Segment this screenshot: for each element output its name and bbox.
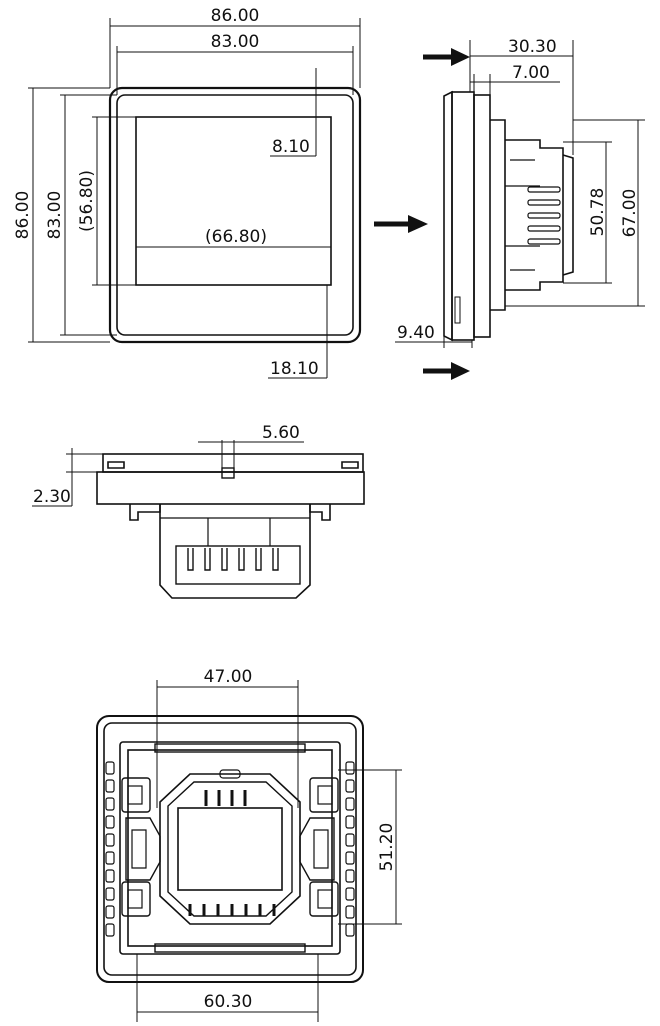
dim-body-height-b: 67.00 — [620, 189, 640, 238]
view-direction-arrow-icon — [423, 362, 470, 380]
front-screen — [135, 116, 332, 286]
dim-total-depth: 30.30 — [508, 37, 557, 57]
corner-clips — [121, 777, 339, 917]
view-direction-arrow-icon — [374, 215, 428, 233]
top-view: 5.60 2.30 — [32, 423, 365, 599]
view-direction-arrow-icon — [423, 48, 470, 66]
back-bottom-pins — [188, 904, 276, 916]
dim-overall-height: 86.00 — [13, 191, 33, 240]
dim-screen-width: (66.80) — [205, 227, 267, 247]
side-view: 30.30 7.00 9.40 50.78 67.00 — [395, 37, 645, 348]
dim-lip-height: 2.30 — [33, 487, 71, 507]
dim-body-height-a: 50.78 — [588, 188, 608, 237]
side-pins — [527, 186, 561, 245]
dim-overall-width: 86.00 — [211, 6, 260, 26]
left-rail-slots — [105, 761, 115, 937]
dim-frame-width: 60.30 — [204, 992, 253, 1012]
front-inner-frame — [116, 94, 354, 336]
dim-screen-height: (56.80) — [77, 170, 97, 232]
back-view: 47.00 51.20 60.30 — [96, 667, 402, 1022]
front-outer-frame — [108, 86, 362, 344]
dim-bottom-margin: 18.10 — [270, 359, 319, 379]
front-view: 86.00 83.00 86.00 83.00 (56.80) (66.80) … — [13, 6, 362, 379]
right-rail-slots — [345, 761, 355, 937]
dim-bezel-width: 83.00 — [211, 32, 260, 52]
dim-mount-height: 51.20 — [377, 823, 397, 872]
top-pins — [187, 548, 279, 571]
dim-front-thickness: 7.00 — [512, 63, 550, 83]
dim-mount-width: 47.00 — [204, 667, 253, 687]
dim-top-margin: 8.10 — [272, 137, 310, 157]
back-top-pins — [204, 790, 247, 806]
dim-plate-thickness: 9.40 — [397, 323, 435, 343]
dim-bezel-height: 83.00 — [45, 191, 65, 240]
dim-tab-width: 5.60 — [262, 423, 300, 443]
